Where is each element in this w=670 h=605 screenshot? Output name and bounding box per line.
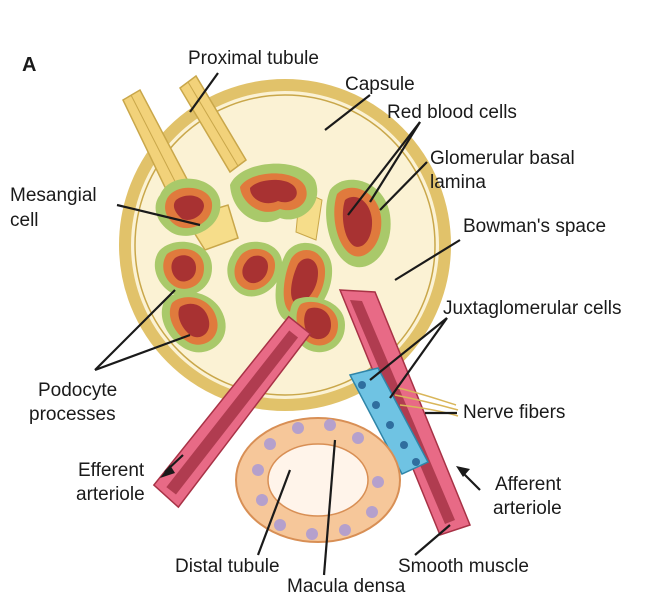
- label-efferent-arteriole-1: Efferent: [78, 460, 144, 482]
- label-efferent-arteriole-2: arteriole: [76, 484, 145, 506]
- label-macula-densa: Macula densa: [287, 576, 405, 598]
- panel-letter: A: [22, 54, 36, 77]
- label-proximal-tubule: Proximal tubule: [188, 48, 319, 70]
- label-mesangial-cell-2: cell: [10, 210, 39, 232]
- label-podocyte-processes-1: Podocyte: [38, 380, 117, 402]
- label-afferent-arteriole-1: Afferent: [495, 474, 561, 496]
- label-capsule: Capsule: [345, 74, 415, 96]
- label-red-blood-cells: Red blood cells: [387, 102, 517, 124]
- label-glomerular-basal-lamina-1: Glomerular basal: [430, 148, 575, 170]
- label-mesangial-cell-1: Mesangial: [10, 185, 97, 207]
- distal-tubule: [236, 418, 400, 542]
- afferent-flow-arrow: [456, 466, 480, 490]
- label-distal-tubule: Distal tubule: [175, 556, 280, 578]
- label-afferent-arteriole-2: arteriole: [493, 498, 562, 520]
- capillary-lumen: [250, 180, 297, 203]
- label-glomerular-basal-lamina-2: lamina: [430, 172, 486, 194]
- label-podocyte-processes-2: processes: [29, 404, 116, 426]
- label-nerve-fibers: Nerve fibers: [463, 402, 565, 424]
- label-smooth-muscle: Smooth muscle: [398, 556, 529, 578]
- label-bowmans-space: Bowman's space: [463, 216, 606, 238]
- label-juxtaglomerular-cells: Juxtaglomerular cells: [443, 298, 621, 320]
